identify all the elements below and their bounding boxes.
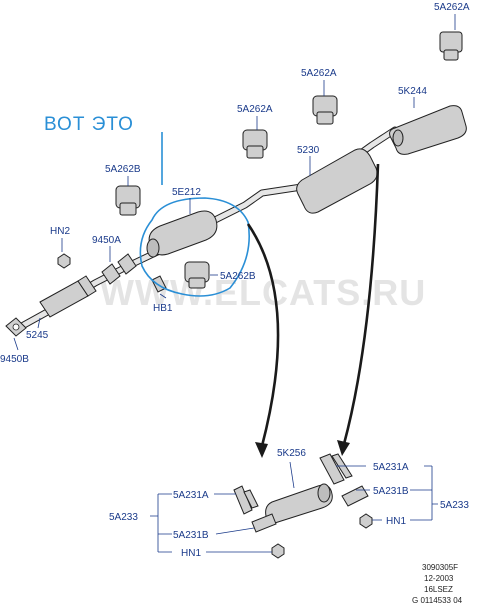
label-left-item-1: 5A231A	[173, 490, 209, 501]
label-repair-sleeve: 5K256	[277, 448, 306, 459]
left-muffler-hanger	[242, 129, 268, 159]
label-clamp-hb1: HB1	[153, 303, 173, 314]
rear-muffler	[389, 105, 467, 155]
annotation-text: ВОТ ЭТО	[44, 114, 134, 135]
resonator	[146, 210, 218, 258]
front-pipe	[39, 275, 97, 318]
right-u-bolt	[319, 453, 353, 485]
resonator-hanger	[184, 261, 210, 289]
leader-lines	[13, 14, 456, 351]
label-resonator: 5E212	[172, 187, 201, 198]
label-left-item-3: HN1	[181, 548, 201, 559]
label-top-right-bracket: 5A262A	[434, 2, 470, 13]
left-u-bolt	[233, 485, 259, 515]
annotation-circle	[139, 197, 250, 297]
label-right-muffler-hanger: 5A262A	[301, 68, 337, 79]
footer-line-4: G 0114533 04	[412, 596, 463, 605]
label-gasket: 9450B	[0, 354, 29, 365]
center-muffler	[296, 148, 378, 214]
annotation: ВОТ ЭТО	[44, 114, 250, 297]
right-nut	[359, 513, 373, 529]
label-center-muffler: 5230	[297, 145, 320, 156]
kit-leader-lines	[150, 461, 438, 553]
label-flange: 9450A	[92, 235, 121, 246]
label-rear-muffler: 5K244	[398, 86, 427, 97]
label-nut-hn2: HN2	[50, 226, 70, 237]
front-hanger	[115, 185, 141, 216]
gasket	[5, 317, 27, 337]
left-nut	[271, 543, 285, 559]
label-hanger-under-resonator: 5A262B	[220, 271, 256, 282]
detail-arrows	[246, 163, 380, 458]
label-front-pipe: 5245	[26, 330, 49, 341]
repair-sleeve	[265, 483, 333, 524]
label-right-group: 5A233	[440, 500, 469, 511]
nut	[57, 253, 71, 269]
left-clamp-plate	[251, 513, 277, 533]
watermark: WWW.ELCATS.RU	[100, 272, 426, 313]
label-right-item-2: 5A231B	[373, 486, 409, 497]
label-left-muffler-hanger: 5A262A	[237, 104, 273, 115]
label-left-item-2: 5A231B	[173, 530, 209, 541]
label-front-hanger: 5A262B	[105, 164, 141, 175]
flange	[101, 253, 137, 285]
footer-line-3: 16LSEZ	[424, 585, 453, 594]
footer-line-2: 12-2003	[424, 574, 454, 583]
label-right-item-1: 5A231A	[373, 462, 409, 473]
right-clamp-plate	[341, 485, 369, 507]
label-left-group: 5A233	[109, 512, 138, 523]
label-right-item-3: HN1	[386, 516, 406, 527]
footer-line-1: 3090305F	[422, 563, 458, 572]
center-muffler-hanger	[312, 95, 338, 125]
top-right-bracket	[439, 31, 463, 61]
